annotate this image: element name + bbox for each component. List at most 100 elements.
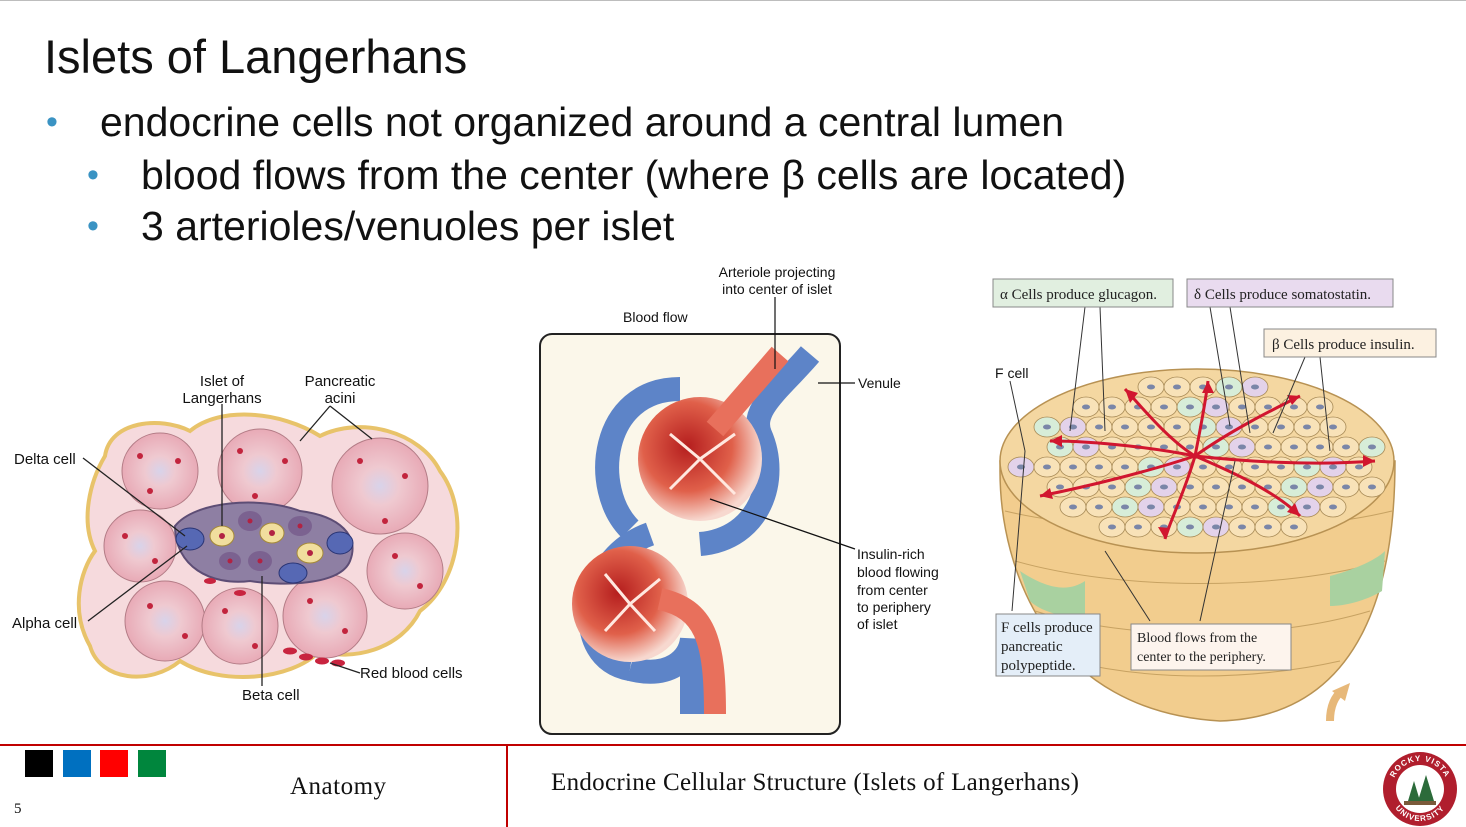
green-band <box>1330 551 1385 606</box>
cell-nucleus <box>1303 504 1311 510</box>
cell-nucleus <box>1069 504 1077 510</box>
cell-nucleus <box>1264 524 1272 530</box>
cell-nucleus <box>1251 504 1259 510</box>
cell-nucleus <box>1186 444 1194 450</box>
cell-nucleus <box>1212 404 1220 410</box>
cell-nucleus <box>1251 464 1259 470</box>
footer-vertical-divider <box>506 746 508 827</box>
cell-nucleus <box>1238 484 1246 490</box>
cell-nucleus <box>1056 484 1064 490</box>
cell-nucleus <box>1186 484 1194 490</box>
color-square <box>25 750 53 777</box>
cell-nucleus <box>1199 504 1207 510</box>
cell-nucleus <box>1082 444 1090 450</box>
cell-nucleus <box>1212 484 1220 490</box>
cell-nucleus <box>1108 524 1116 530</box>
cell-nucleus <box>1160 404 1168 410</box>
cell-nucleus <box>1329 424 1337 430</box>
cell-nucleus <box>1186 404 1194 410</box>
rbc-label: Red blood cells <box>360 665 463 682</box>
flow-arrows <box>603 432 737 633</box>
green-band <box>1020 571 1085 621</box>
color-square <box>138 750 166 777</box>
cell-nucleus <box>1316 404 1324 410</box>
beta-callout-text: β Cells produce insulin. <box>1272 337 1415 353</box>
cell-nucleus <box>1017 464 1025 470</box>
cell-nucleus <box>1121 464 1129 470</box>
cell-nucleus <box>1303 424 1311 430</box>
bullet-marker: • <box>87 156 99 194</box>
footer-divider <box>0 744 1466 746</box>
cell-nucleus <box>1277 424 1285 430</box>
cell-nucleus <box>1121 424 1129 430</box>
cell-nucleus <box>1264 404 1272 410</box>
alpha-callout-text: α Cells produce glucagon. <box>1000 287 1157 303</box>
acini-label: Pancreatic <box>305 373 376 390</box>
blood-flow-label: Blood flow <box>623 309 688 325</box>
bullet-level2: 3 arterioles/venuoles per islet <box>141 203 675 249</box>
cell-nucleus <box>1225 384 1233 390</box>
cell-nucleus <box>1251 384 1259 390</box>
alpha-cell-label: Alpha cell <box>12 615 77 632</box>
cell-nucleus <box>1147 424 1155 430</box>
cell-nucleus <box>1290 484 1298 490</box>
cell-nucleus <box>1329 504 1337 510</box>
delta-callout <box>1186 278 1394 308</box>
pancreatic-acini <box>103 428 444 665</box>
fcell-callout-text: F cells produce <box>1001 620 1093 636</box>
cell-nucleus <box>1303 464 1311 470</box>
page-number: 5 <box>14 801 22 817</box>
insulin-label: of islet <box>857 616 898 632</box>
bullet-marker: • <box>46 103 58 141</box>
cell-nucleus <box>1147 504 1155 510</box>
cell-nucleus <box>1173 384 1181 390</box>
cell-nucleus <box>1238 524 1246 530</box>
bullet-level2: blood flows from the center (where β cel… <box>141 152 1127 198</box>
color-square <box>63 750 91 777</box>
footer-course: Anatomy <box>290 773 387 800</box>
venule-vessel <box>698 346 820 556</box>
islet-top-cells <box>1007 376 1386 538</box>
cell-nucleus <box>1095 504 1103 510</box>
cell-nucleus <box>1264 484 1272 490</box>
cell-nucleus <box>1225 424 1233 430</box>
insulin-label: to periphery <box>857 599 931 615</box>
cell-nucleus <box>1290 404 1298 410</box>
cell-nucleus <box>1342 444 1350 450</box>
university-seal-logo: ROCKY VISTA UNIVERSITY <box>1383 752 1457 826</box>
cell-nucleus <box>1290 444 1298 450</box>
cell-nucleus <box>1368 444 1376 450</box>
delta-callout-text: δ Cells produce somatostatin. <box>1194 287 1371 303</box>
cell-nucleus <box>1251 424 1259 430</box>
bullet-marker: • <box>87 207 99 245</box>
cell-nucleus <box>1082 404 1090 410</box>
cell-nucleus <box>1277 464 1285 470</box>
cell-nucleus <box>1043 424 1051 430</box>
leader-lines <box>1009 306 1331 622</box>
venule-vessel <box>627 636 704 714</box>
beta-callout <box>1263 328 1437 358</box>
cell-nucleus <box>1147 384 1155 390</box>
insulin-label: from center <box>857 582 928 598</box>
red-blood-cells <box>204 578 345 667</box>
cell-nucleus <box>1095 464 1103 470</box>
arteriole-entry-arrow <box>1326 683 1350 722</box>
islet-label: Islet of <box>200 373 245 390</box>
islet-cell-types-figure: α Cells produce glucagon. δ Cells produc… <box>992 278 1437 722</box>
islet-histology-figure: Islet of Langerhans Pancreatic acini Del… <box>12 373 463 704</box>
cell-nucleus <box>1316 444 1324 450</box>
cell-nucleus <box>1160 484 1168 490</box>
flow-callout-text: center to the periphery. <box>1137 650 1266 665</box>
cell-nucleus <box>1134 484 1142 490</box>
cell-nucleus <box>1186 524 1194 530</box>
venule-vessel <box>595 377 681 538</box>
cell-nucleus <box>1316 484 1324 490</box>
cell-nucleus <box>1108 404 1116 410</box>
cell-nucleus <box>1043 464 1051 470</box>
cell-nucleus <box>1121 504 1129 510</box>
cell-nucleus <box>1238 404 1246 410</box>
leader-lines <box>709 297 856 550</box>
cell-nucleus <box>1355 464 1363 470</box>
acini-label: acini <box>325 390 356 407</box>
arteriole-label: into center of islet <box>722 281 832 297</box>
